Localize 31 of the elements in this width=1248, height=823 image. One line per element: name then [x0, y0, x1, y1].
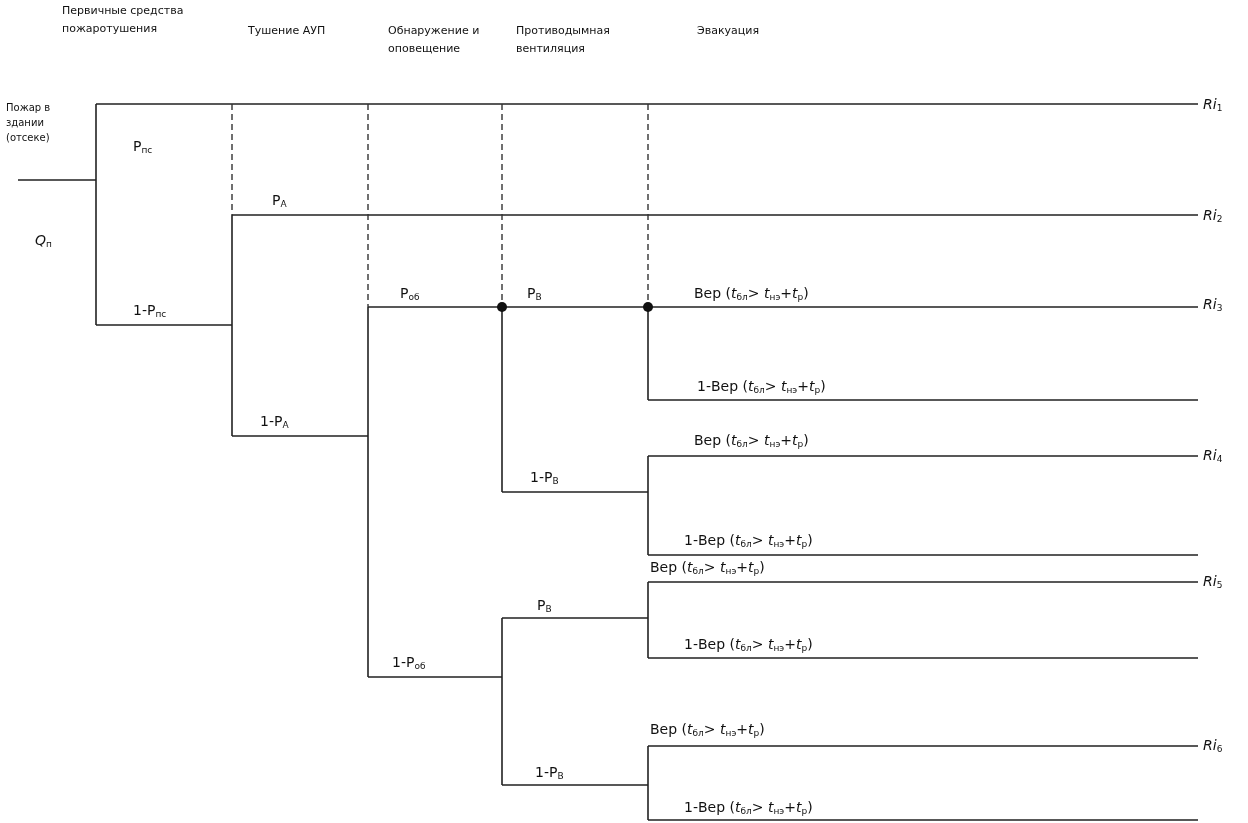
outcome-label: Ri$_{1}$	[1203, 96, 1223, 115]
evacuation-condition: Вер (t$_{бл}$> t$_{нэ}$+t$_{р}$)	[650, 721, 765, 740]
branch-probability: Р$_{об}$	[400, 285, 420, 304]
outcome-label: Ri$_{6}$	[1203, 737, 1223, 756]
outcome-label: Ri$_{4}$	[1203, 447, 1223, 466]
branch-probability: P$_{А}$	[272, 192, 287, 211]
branch-probability: 1-Р$_{В}$	[535, 764, 564, 783]
branch-probability: 1-P$_{А}$	[260, 413, 289, 432]
branch-probability: Р$_{В}$	[527, 285, 542, 304]
branch-probability: 1-P$_{пс}$	[133, 302, 167, 321]
frequency-label: Q$_{п}$	[35, 232, 52, 251]
evacuation-condition: Вер (t$_{бл}$> t$_{нэ}$+t$_{р}$)	[694, 432, 809, 451]
outcome-label: Ri$_{2}$	[1203, 207, 1223, 226]
branch-probability: P$_{пс}$	[133, 138, 153, 157]
evacuation-condition: Вер (t$_{бл}$> t$_{нэ}$+t$_{р}$)	[650, 559, 765, 578]
branch-probability: 1-Р$_{В}$	[530, 469, 559, 488]
evacuation-condition: 1-Вер (t$_{бл}$> t$_{нэ}$+t$_{р}$)	[684, 799, 813, 818]
evacuation-condition: 1-Вер (t$_{бл}$> t$_{нэ}$+t$_{р}$)	[697, 378, 826, 397]
outcome-label: Ri$_{5}$	[1203, 573, 1223, 592]
branch-probability: Р$_{В}$	[537, 597, 552, 616]
column-header: Обнаружение и оповещение	[388, 23, 481, 57]
column-header: Противодымная вентиляция	[516, 23, 611, 57]
column-header: Эвакуация	[697, 23, 761, 39]
column-header: Первичные средства пожаротушения	[62, 3, 185, 37]
initiating-event-label: Пожар в здании (отсеке)	[6, 101, 52, 145]
evacuation-condition: 1-Вер (t$_{бл}$> t$_{нэ}$+t$_{р}$)	[684, 636, 813, 655]
branch-probability: 1-Р$_{об}$	[392, 654, 426, 673]
column-header: Тушение АУП	[248, 23, 327, 39]
evacuation-condition: 1-Вер (t$_{бл}$> t$_{нэ}$+t$_{р}$)	[684, 532, 813, 551]
evacuation-condition: Вер (t$_{бл}$> t$_{нэ}$+t$_{р}$)	[694, 285, 809, 304]
outcome-label: Ri$_{3}$	[1203, 296, 1223, 315]
